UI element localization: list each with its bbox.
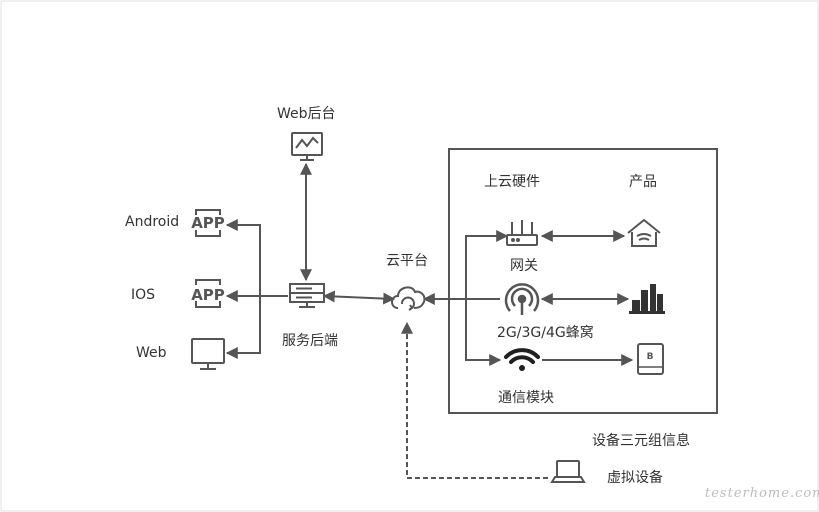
connector-android (225, 219, 261, 295)
label-web-backend: Web后台 (277, 106, 336, 122)
label-hardware: 上云硬件 (484, 174, 540, 190)
wifi-icon (504, 348, 540, 371)
monitor-icon (191, 338, 225, 370)
label-cloud: 云平台 (386, 253, 428, 269)
label-triple-info: 设备三元组信息 (592, 433, 690, 449)
connector-bracket-gateway (465, 230, 509, 299)
label-product: 产品 (629, 174, 657, 190)
label-comm-module: 通信模块 (498, 390, 554, 406)
device-box-icon: B (637, 343, 664, 375)
device-group-box (448, 148, 718, 414)
label-android: Android (125, 214, 180, 230)
app-icon: APP (191, 279, 225, 308)
router-icon (506, 220, 538, 246)
label-virtual-device: 虚拟设备 (607, 470, 663, 486)
connector-virtual-cloud (401, 321, 548, 479)
cloud-icon (391, 286, 426, 311)
label-server: 服务后端 (282, 333, 338, 349)
app-icon: APP (191, 209, 225, 237)
label-gateway: 网关 (510, 258, 538, 274)
house-icon (627, 218, 661, 247)
laptop-icon (550, 460, 586, 483)
label-ios: IOS (131, 287, 156, 303)
app-icon-text: APP (191, 286, 225, 304)
connector-web (225, 295, 261, 359)
cell-tower-icon (504, 283, 540, 315)
connector-bracket-wifi (465, 299, 502, 366)
label-cellular: 2G/3G/4G蜂窝 (497, 325, 594, 341)
app-icon-text: APP (191, 214, 225, 232)
connector-server-cloud (322, 290, 396, 305)
watermark: testerhome.com (705, 486, 819, 501)
monitor-chart-icon (291, 132, 323, 161)
device-box-letter: B (647, 352, 654, 362)
server-icon (289, 283, 325, 308)
label-web: Web (136, 345, 167, 361)
factory-icon (629, 284, 665, 314)
